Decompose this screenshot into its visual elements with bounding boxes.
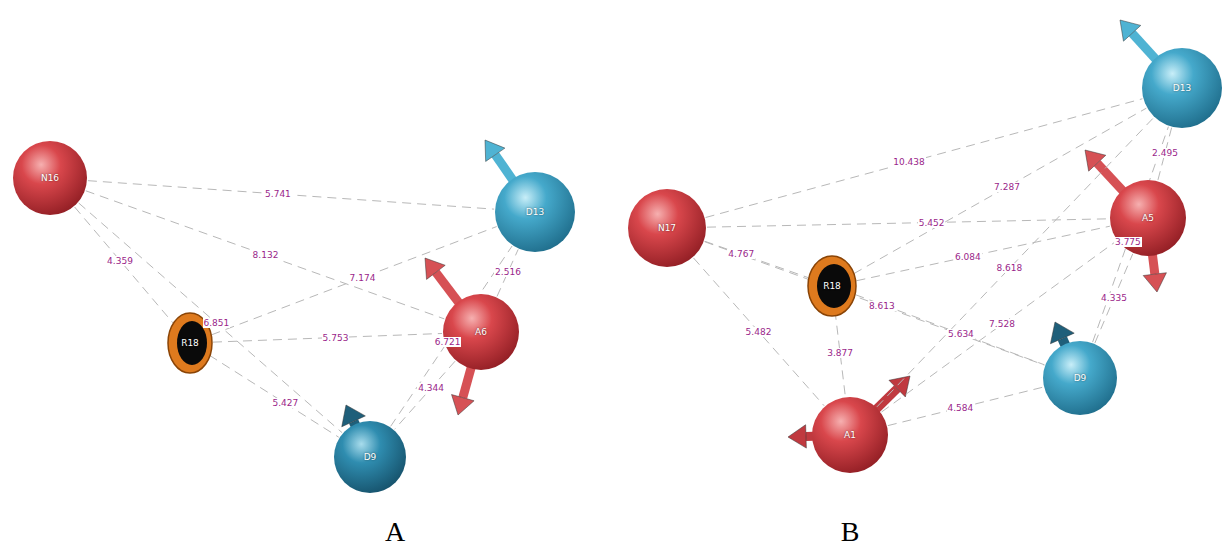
feature-label: N17 bbox=[627, 223, 707, 233]
distance-value: 3.877 bbox=[826, 348, 854, 358]
distance-value: 5.634 bbox=[947, 329, 975, 339]
feature-sphere: A6 bbox=[442, 293, 520, 371]
feature-label: R18 bbox=[167, 338, 213, 348]
distance-value: 8.132 bbox=[252, 250, 280, 260]
panel-label: A bbox=[385, 517, 405, 547]
distance-line bbox=[854, 108, 1147, 274]
distance-value: 2.516 bbox=[494, 267, 522, 277]
feature-sphere: D13 bbox=[1141, 47, 1223, 129]
feature-sphere: D9 bbox=[333, 420, 407, 494]
distance-line bbox=[705, 242, 1045, 365]
vector-head bbox=[1050, 322, 1074, 344]
feature-sphere: D9 bbox=[1042, 340, 1118, 416]
distance-value: 7.528 bbox=[988, 319, 1016, 329]
vector-head bbox=[1120, 20, 1141, 41]
feature-sphere: A1 bbox=[811, 396, 889, 474]
feature-label: D9 bbox=[333, 452, 407, 462]
vector-head bbox=[1143, 273, 1166, 292]
vector-head bbox=[452, 395, 475, 415]
distance-value: 5.741 bbox=[264, 189, 292, 199]
distance-line bbox=[707, 219, 1109, 227]
distance-value: 5.482 bbox=[745, 327, 773, 337]
distance-value: 4.359 bbox=[106, 256, 134, 266]
distance-value: 7.287 bbox=[993, 182, 1021, 192]
distance-lines bbox=[75, 99, 1172, 437]
feature-sphere: D13 bbox=[494, 171, 576, 253]
distance-value: 7.174 bbox=[349, 273, 377, 283]
distance-line bbox=[86, 191, 444, 319]
distance-line bbox=[209, 355, 338, 437]
distance-value: 6.721 bbox=[434, 337, 462, 347]
distance-value: 8.613 bbox=[868, 301, 896, 311]
distance-line bbox=[79, 203, 342, 433]
distance-line bbox=[88, 181, 494, 209]
distance-line bbox=[213, 333, 442, 342]
distance-value: 6.084 bbox=[954, 252, 982, 262]
distance-value: 3.775 bbox=[1114, 237, 1142, 247]
distance-value: 4.584 bbox=[947, 403, 975, 413]
distance-value: 4.344 bbox=[417, 383, 445, 393]
distance-value: 5.753 bbox=[322, 333, 350, 343]
distance-value: 5.427 bbox=[272, 398, 300, 408]
distance-line bbox=[705, 241, 809, 277]
vector-arrows bbox=[342, 20, 1182, 457]
feature-label: A5 bbox=[1109, 213, 1187, 223]
distance-value: 4.335 bbox=[1100, 293, 1128, 303]
distance-value: 10.438 bbox=[892, 157, 926, 167]
distance-line bbox=[75, 207, 176, 325]
feature-label: A1 bbox=[811, 430, 889, 440]
feature-label: D13 bbox=[494, 207, 576, 217]
distance-value: 6.851 bbox=[203, 318, 231, 328]
feature-label: R18 bbox=[807, 281, 857, 291]
distance-line bbox=[888, 387, 1043, 425]
feature-label: N16 bbox=[12, 173, 88, 183]
distance-line bbox=[856, 226, 1109, 281]
feature-sphere: N17 bbox=[627, 188, 707, 268]
distance-value: 5.452 bbox=[918, 218, 946, 228]
distance-line bbox=[1095, 254, 1133, 343]
vector-head bbox=[788, 425, 806, 448]
vector-head bbox=[1085, 150, 1106, 171]
distance-line bbox=[395, 361, 456, 429]
distance-value: 8.618 bbox=[995, 263, 1023, 273]
panel-label: B bbox=[841, 517, 860, 547]
feature-label: A6 bbox=[442, 327, 520, 337]
vector-head bbox=[485, 140, 505, 161]
feature-label: D13 bbox=[1141, 83, 1223, 93]
feature-sphere: N16 bbox=[12, 140, 88, 216]
distance-line bbox=[706, 99, 1143, 218]
aromatic-ring: R18 bbox=[807, 255, 857, 317]
distance-line bbox=[855, 295, 1044, 365]
vector-head bbox=[425, 258, 445, 279]
distance-value: 2.495 bbox=[1151, 148, 1179, 158]
distance-line bbox=[693, 258, 824, 406]
distance-value: 4.767 bbox=[727, 249, 755, 259]
feature-label: D9 bbox=[1042, 373, 1118, 383]
